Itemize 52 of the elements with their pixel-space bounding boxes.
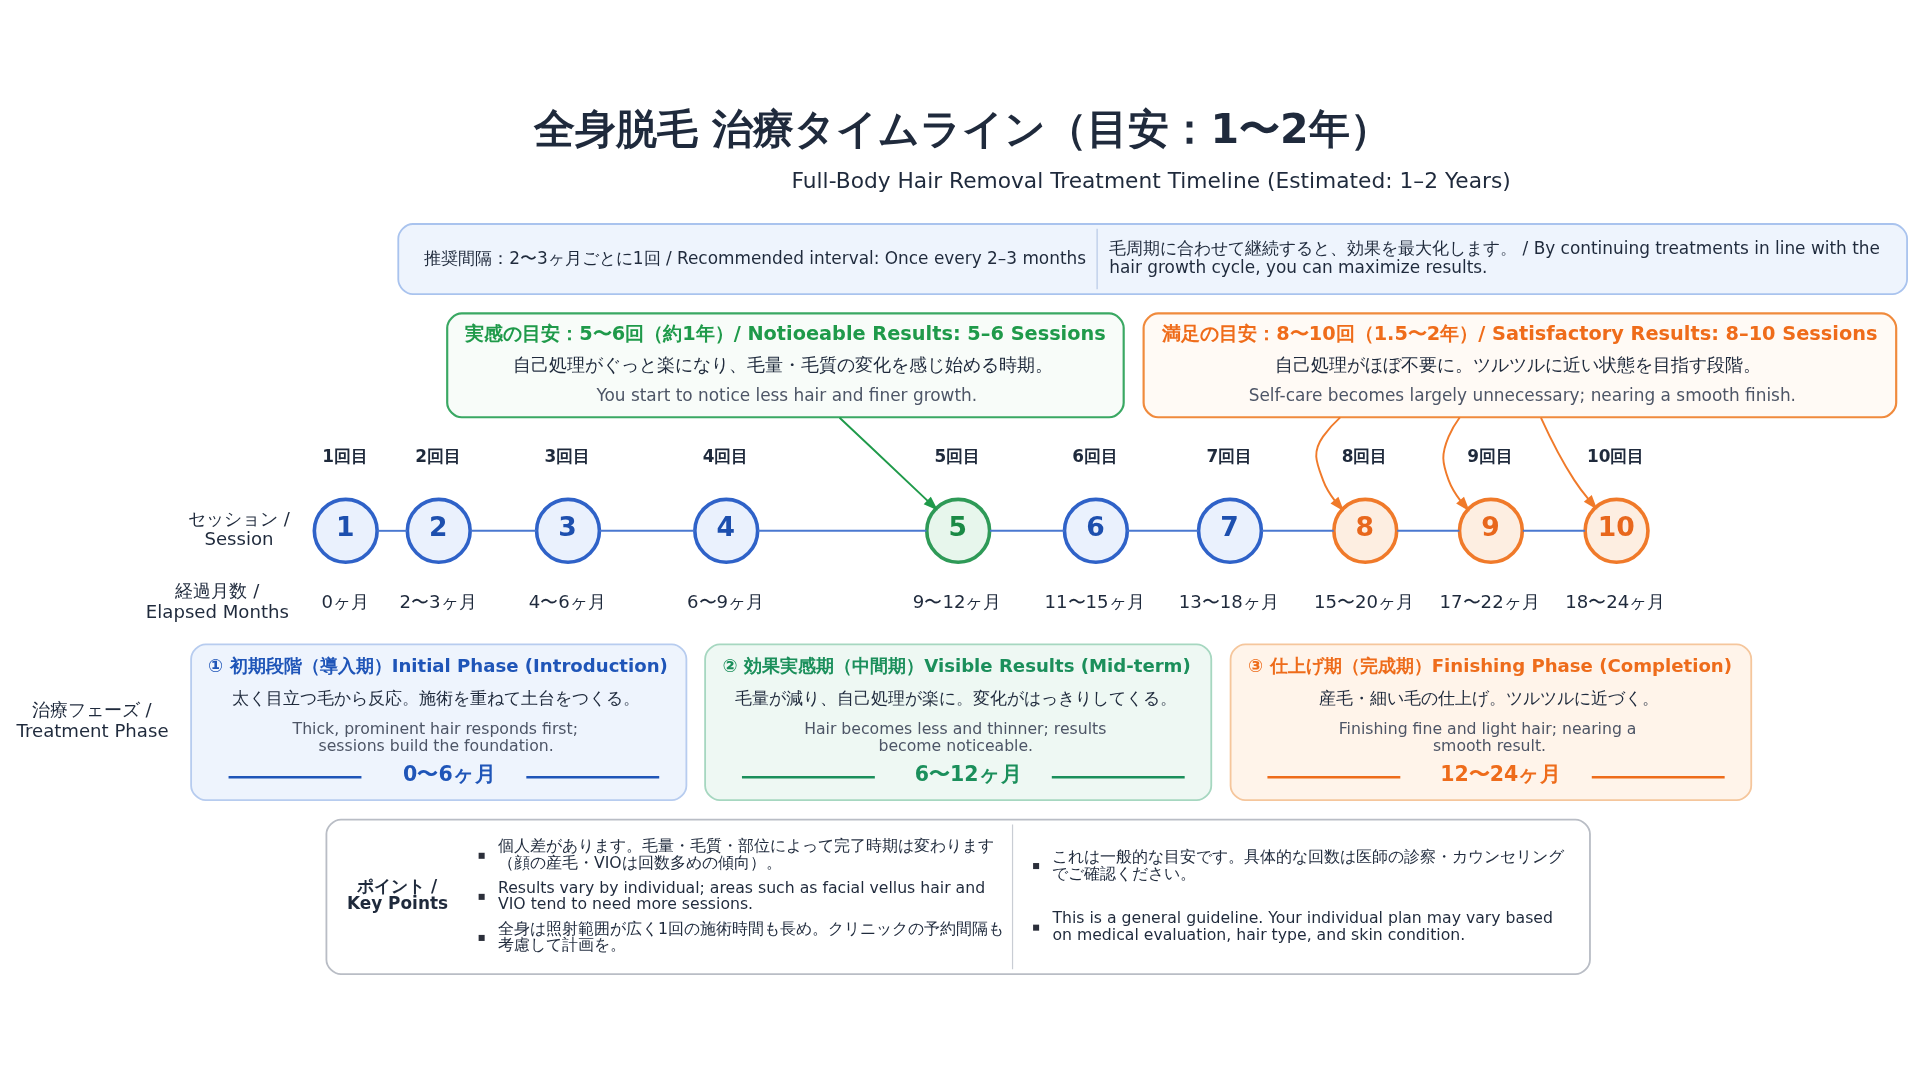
connector xyxy=(1521,529,1586,532)
node-label: 13〜18ヶ月 xyxy=(1178,590,1279,612)
arrow xyxy=(838,416,938,511)
node-label: 17〜22ヶ月 xyxy=(1439,590,1540,612)
node-box: ポイント / Key Points 個人差があります。毛量・毛質・部位によって完了時期は変わります（顔の産毛・VIOは回数多めの傾向）。 Results vary by individual; areas such as facial vellus hair and VIO tend to need more sessions. 全身は照射範囲が広く1回の施術時間も長め。クリニックの予約間隔も考慮して計画を。 これは一般的な目安です。具体的な回数は医師の診察・カウンセリングでご確認ください。 This is a general guideline. Your individual plan may vary based on medical evaluation, hair type, and skin condition. xyxy=(325,818,1591,975)
node-label: 3回目 xyxy=(544,445,591,466)
connector xyxy=(376,529,409,532)
node-box: ② 効果実感期（中間期）Visible Results (Mid-term) 毛量が減り、自己処理が楽に。変化がはっきりしてくる。 Hair becomes less and thinner; results become noticeable. 6〜12ヶ月 xyxy=(704,643,1213,801)
node-label: 5回目 xyxy=(934,445,981,466)
node-label: 9回目 xyxy=(1467,445,1514,466)
arrow xyxy=(1540,416,1598,510)
node-circle: 3 xyxy=(534,497,602,564)
node-label: 18〜24ヶ月 xyxy=(1565,590,1666,612)
arrow xyxy=(1442,416,1470,511)
node-circle: 7 xyxy=(1196,497,1264,564)
node-label: 6〜9ヶ月 xyxy=(686,590,765,612)
label: 治療フェーズ / Treatment Phase xyxy=(16,698,169,741)
connector xyxy=(1126,529,1200,532)
node-circle: 2 xyxy=(405,497,472,564)
node-label: 10回目 xyxy=(1586,445,1645,466)
diagram-title: 全身脱毛 治療タイムライン（目安：1〜2年） xyxy=(534,104,1391,153)
connector xyxy=(598,529,696,532)
connector xyxy=(757,529,928,532)
node-label: 0ヶ月 xyxy=(321,590,370,612)
node-label: 15〜20ヶ月 xyxy=(1313,590,1415,612)
node-label: 8回目 xyxy=(1341,445,1388,466)
node-label: 7回目 xyxy=(1206,445,1253,466)
node-circle: 6 xyxy=(1062,497,1130,564)
node-label: 1回目 xyxy=(322,445,368,466)
node-label: 9〜12ヶ月 xyxy=(912,590,1002,612)
node-circle: 10 xyxy=(1583,497,1650,564)
node-box: ③ 仕上げ期（完成期）Finishing Phase (Completion) 産毛・細い毛の仕上げ。ツルツルに近づく。 Finishing fine and light hair; nearing a smooth result. 12〜24ヶ月 xyxy=(1229,643,1753,801)
node-box: 推奨間隔：2〜3ヶ月ごとに1回 / Recommended interval: Once every 2–3 months 毛周期に合わせて継続すると、効果を最大化します。 / By continuing treatments in line with the hair growth cycle, you can maximize results. xyxy=(397,222,1908,295)
connector xyxy=(1260,529,1335,532)
node-box: ① 初期段階（導入期）Initial Phase (Introduction) 太く目立つ毛から反応。施術を重ねて土台をつくる。 Thick, prominent hair responds first; sessions build the foundation. 0〜6ヶ月 xyxy=(190,643,688,801)
node-box: 実感の目安：5〜6回（約1年）/ Notioeable Results: 5–6 Sessions 自己処理がぐっと楽になり、毛量・毛質の変化を感じ始める時期。 You start to notice less hair and finer growth. xyxy=(446,311,1125,418)
arrow xyxy=(1315,415,1344,511)
node-label: 2回目 xyxy=(415,445,461,466)
node-box: 満足の目安：8〜10回（1.5〜2年）/ Satisfactory Results: 8–10 Sessions 自己処理がほぼ不要に。ツルツルに近い状態を目指す段階。 Self-care becomes largely unnecessary; nearing a smooth finish. xyxy=(1142,311,1898,418)
node-label: 11〜15ヶ月 xyxy=(1044,590,1145,612)
node-label: 4回目 xyxy=(702,445,749,466)
node-circle: 4 xyxy=(693,497,760,564)
node-label: 4〜6ヶ月 xyxy=(528,590,606,612)
label: Full-Body Hair Removal Treatment Timeline (Estimated: 1–2 Years) xyxy=(791,167,1511,193)
connector xyxy=(988,529,1066,532)
connector xyxy=(1396,529,1461,532)
label: 経過月数 / Elapsed Months xyxy=(145,579,289,622)
label: セッション / Session xyxy=(188,507,290,549)
connector xyxy=(469,529,538,532)
node-label: 2〜3ヶ月 xyxy=(399,590,477,612)
node-circle: 1 xyxy=(312,497,379,564)
node-label: 6回目 xyxy=(1072,445,1119,466)
